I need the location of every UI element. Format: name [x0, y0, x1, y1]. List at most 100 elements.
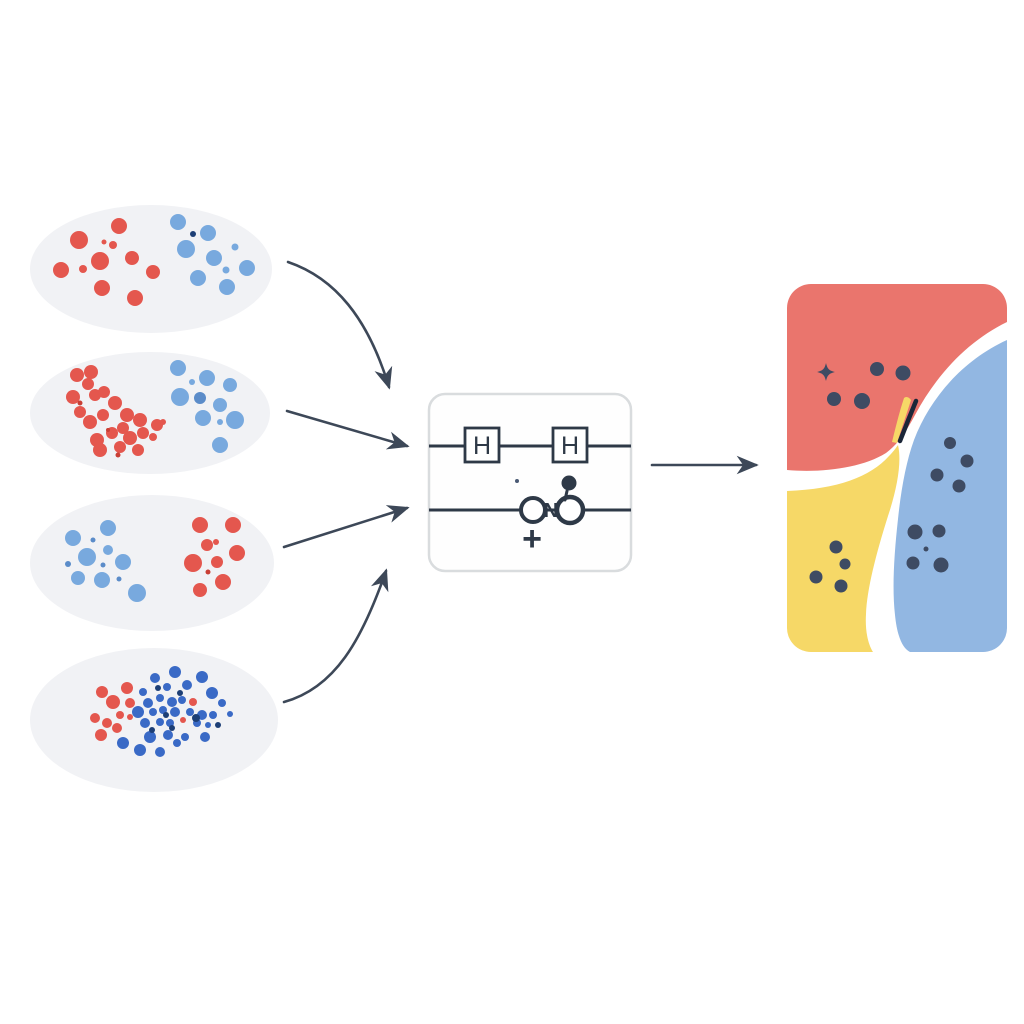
data-point-navy	[169, 725, 175, 731]
data-point-blue	[190, 270, 206, 286]
data-point-blue	[115, 554, 131, 570]
data-point-red	[93, 443, 107, 457]
data-point-red	[66, 390, 80, 404]
plus-glyph: +	[522, 520, 542, 558]
data-point-royal	[167, 697, 177, 707]
data-point-red	[189, 698, 197, 706]
dataset-ellipse-4	[30, 648, 278, 792]
data-point-darkred	[77, 400, 83, 406]
data-point-royal	[205, 722, 211, 728]
data-point-royal	[150, 673, 160, 683]
data-point-red	[79, 265, 87, 273]
connector-glyph: N	[544, 500, 558, 522]
dataset-ellipse-1	[30, 205, 272, 333]
data-point-navy	[215, 722, 221, 728]
data-point-royal	[169, 666, 181, 678]
data-point-royal	[132, 706, 144, 718]
data-point-midblue	[116, 576, 122, 582]
data-point-red	[74, 406, 86, 418]
data-point-red	[127, 714, 133, 720]
data-point-red	[132, 444, 144, 456]
data-point-red	[193, 583, 207, 597]
data-point-navy	[163, 712, 169, 718]
flow-arrow-2	[285, 409, 410, 450]
data-point-red	[225, 517, 241, 533]
data-point-red	[91, 252, 109, 270]
quantum-circuit: H H N+	[427, 392, 633, 573]
plot-data-point	[932, 524, 946, 538]
data-point-blue	[170, 214, 186, 230]
data-point-red	[83, 415, 97, 429]
plot-data-point	[933, 557, 949, 573]
dataset-ellipse-4-background	[30, 648, 278, 792]
data-point-red	[123, 431, 137, 445]
flow-arrow-1	[286, 260, 393, 390]
data-point-royal	[170, 707, 180, 717]
data-point-blue	[222, 266, 230, 274]
data-point-royal	[209, 711, 217, 719]
plot-data-point	[960, 454, 974, 468]
hadamard-gate-label: H	[561, 432, 579, 460]
data-point-red	[95, 729, 107, 741]
data-point-blue	[100, 520, 116, 536]
data-point-royal	[196, 671, 208, 683]
data-point-navy	[192, 714, 200, 722]
data-point-royal	[156, 718, 164, 726]
data-point-royal	[159, 706, 167, 714]
data-point-red	[106, 695, 120, 709]
data-point-red	[111, 218, 127, 234]
plot-data-point	[809, 570, 823, 584]
data-point-royal	[149, 708, 157, 716]
plot-data-point	[952, 479, 966, 493]
data-point-red	[82, 378, 94, 390]
plot-data-point	[827, 392, 841, 406]
data-point-royal	[156, 694, 164, 702]
data-point-navy	[177, 690, 183, 696]
data-point-red	[70, 231, 88, 249]
data-point-red	[125, 698, 135, 708]
hadamard-gate-icon	[463, 426, 501, 464]
plot-data-point	[930, 468, 944, 482]
data-point-royal	[227, 711, 233, 717]
data-point-royal	[163, 730, 173, 740]
data-point-red	[116, 711, 124, 719]
data-point-blue	[189, 379, 195, 385]
data-point-navy	[190, 231, 196, 237]
data-point-blue	[206, 250, 222, 266]
data-point-blue	[177, 240, 195, 258]
data-point-red	[101, 239, 107, 245]
data-point-royal	[178, 696, 186, 704]
data-point-royal	[144, 731, 156, 743]
data-point-red	[213, 539, 219, 545]
data-point-red	[98, 386, 110, 398]
data-point-royal	[206, 687, 218, 699]
data-point-darkred	[115, 452, 121, 458]
data-point-royal	[200, 732, 210, 742]
data-point-midblue	[100, 562, 106, 568]
data-point-royal	[140, 718, 150, 728]
data-point-red	[94, 280, 110, 296]
plot-data-point	[907, 524, 923, 540]
hadamard-gate-label: H	[473, 432, 491, 460]
data-point-royal	[163, 683, 171, 691]
data-point-blue	[170, 360, 186, 376]
data-point-red	[120, 408, 134, 422]
region-yellow	[787, 445, 900, 652]
data-point-blue	[200, 225, 216, 241]
flow-arrow-3	[282, 505, 410, 549]
plot-data-point	[839, 558, 851, 570]
data-point-red	[108, 396, 122, 410]
plot-data-point	[895, 365, 911, 381]
data-point-blue	[226, 411, 244, 429]
plot-data-point	[906, 556, 920, 570]
data-point-navy	[149, 727, 155, 733]
data-point-darkred	[205, 569, 211, 575]
data-point-royal	[134, 744, 146, 756]
data-point-red	[215, 574, 231, 590]
plot-data-point	[923, 546, 929, 552]
plot-data-point	[834, 579, 848, 593]
data-point-blue	[213, 398, 227, 412]
plot-star-point	[817, 363, 835, 381]
data-point-navy	[155, 685, 161, 691]
data-point-red	[137, 427, 149, 439]
